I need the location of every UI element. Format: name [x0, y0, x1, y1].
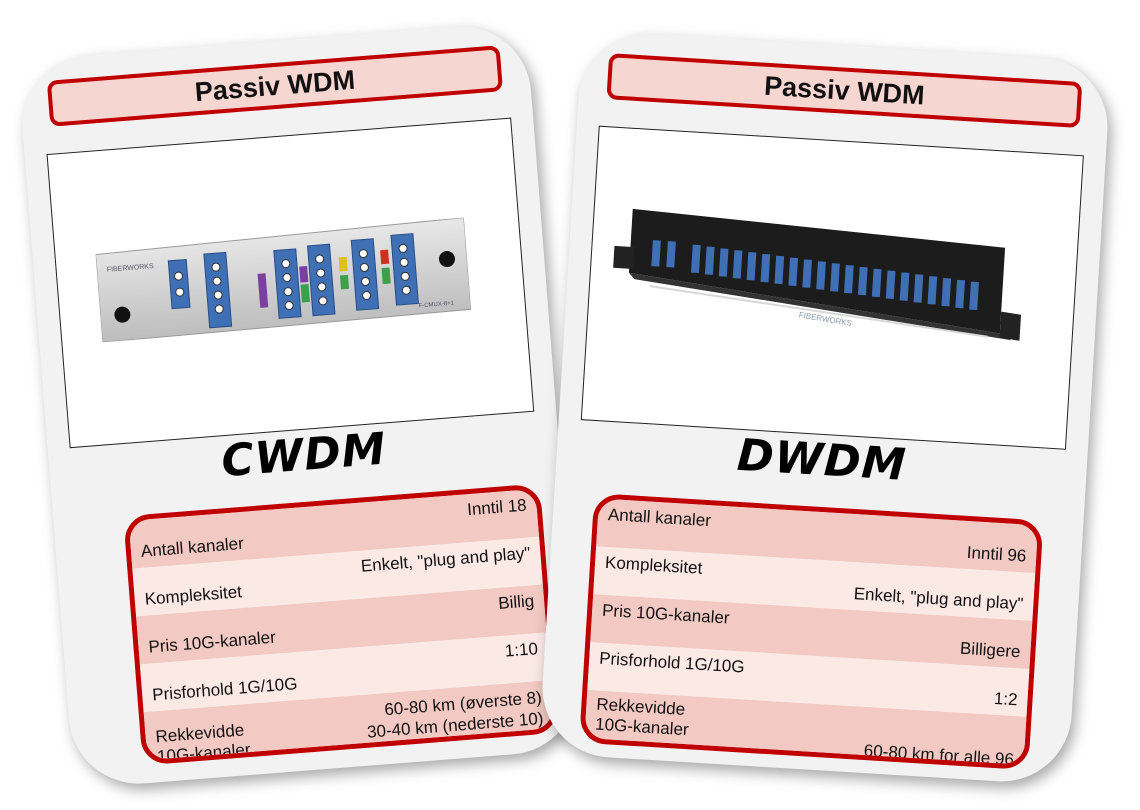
spec-value: Inntil 18	[466, 495, 528, 520]
spec-value: Enkelt, "plug and play"	[360, 543, 532, 576]
spec-label: Pris 10G-kanaler	[601, 600, 731, 628]
spec-value: 60-80 km (øverste 8) 30-40 km (nederste …	[365, 687, 544, 743]
spec-label: Prisforhold 1G/10G	[598, 648, 746, 677]
device-brand-text: FIBERWORKS	[107, 263, 155, 274]
card-header: Passiv WDM	[46, 45, 503, 127]
product-photo: FIBERWORKS	[580, 125, 1084, 450]
spec-label: Kompleksitet	[144, 582, 243, 609]
spec-label: Antall kanaler	[607, 504, 712, 531]
spec-table: Antall kanaler Inntil 96 Kompleksitet En…	[579, 493, 1044, 771]
spec-value: 60-80 km for alle 96	[863, 741, 1015, 770]
spec-label: Rekkevidde 10G-kanaler	[595, 695, 691, 741]
spec-value: 1:10	[504, 639, 539, 661]
spec-label: Antall kanaler	[140, 533, 245, 561]
spec-value: Billig	[497, 591, 535, 614]
cwdm-module-image: FIBERWORKS F-CMUX-8+1	[95, 217, 472, 343]
spec-value: Inntil 96	[966, 542, 1027, 566]
spec-label: Kompleksitet	[604, 552, 703, 578]
spec-value: 1:2	[993, 688, 1019, 710]
card-header: Passiv WDM	[606, 53, 1083, 129]
spec-label: Pris 10G-kanaler	[147, 627, 277, 657]
spec-label: Rekkevidde 10G-kanaler	[155, 720, 251, 765]
spec-table: Antall kanaler Inntil 18 Kompleksitet En…	[123, 483, 560, 766]
spec-value: Billigere	[959, 638, 1022, 662]
dwdm-rack-image: FIBERWORKS	[613, 208, 1022, 341]
device-model-text: F-CMUX-8+1	[418, 301, 455, 310]
product-photo: FIBERWORKS F-CMUX-8+1	[46, 117, 535, 449]
dwdm-card: Passiv WDM FIBERWORKS	[538, 29, 1112, 786]
spec-value: Enkelt, "plug and play"	[853, 584, 1024, 614]
cwdm-card: Passiv WDM FIBERWORKS F-CMUX-8+1	[17, 21, 583, 789]
